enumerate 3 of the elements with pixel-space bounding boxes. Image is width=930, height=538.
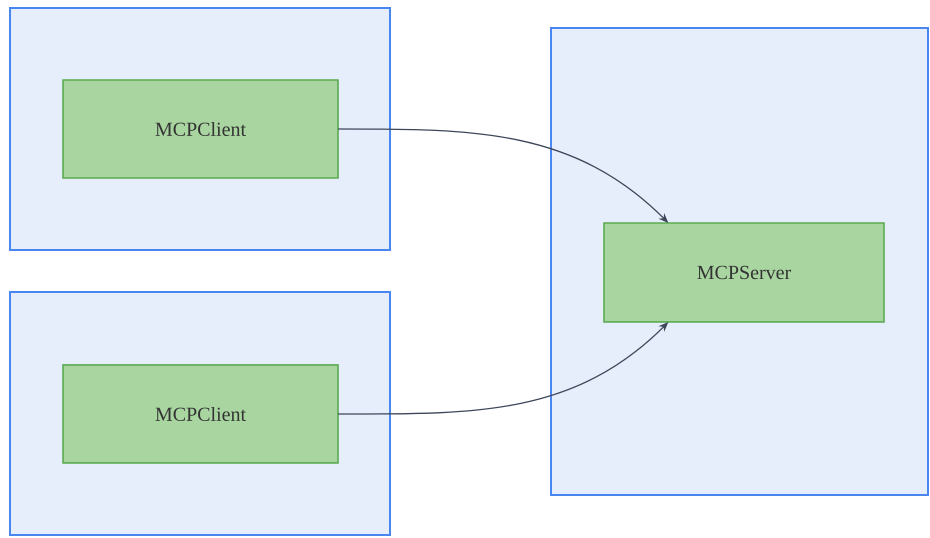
class-box: MCPClient (62, 79, 339, 179)
class-box: MCPClient (62, 364, 339, 464)
class-box: MCPServer (603, 222, 885, 323)
